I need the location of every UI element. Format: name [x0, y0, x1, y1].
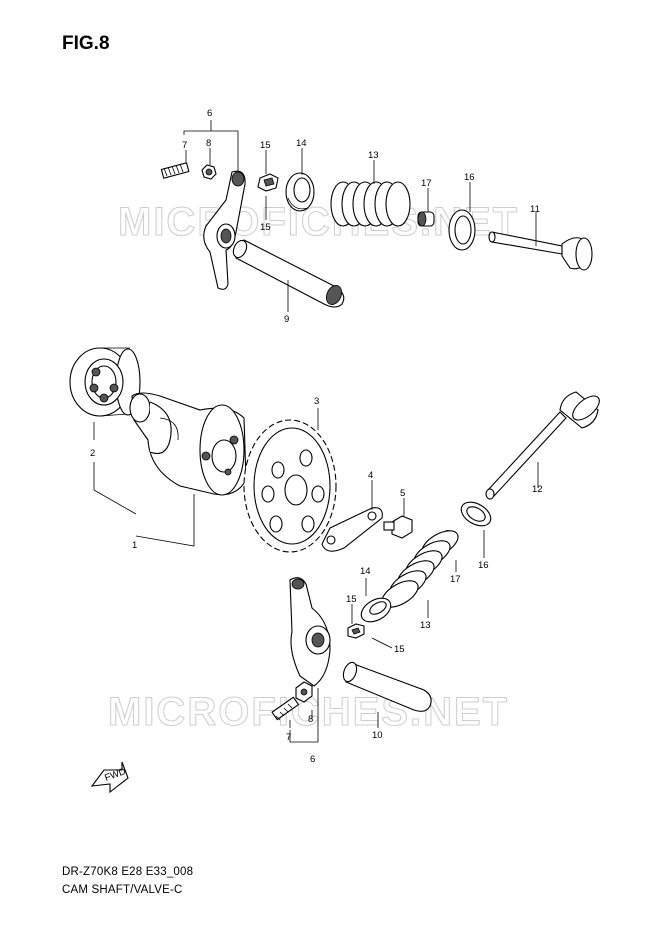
camshaft	[129, 392, 247, 496]
callout-13-bottom: 13	[420, 620, 431, 631]
rocker-arm-bottom	[289, 577, 331, 687]
callout-13-top: 13	[368, 150, 379, 161]
callout-3: 3	[314, 396, 319, 407]
camshaft-bearing	[69, 347, 141, 417]
callout-14-top: 14	[296, 138, 307, 149]
callout-15-bottom-b: 15	[394, 644, 405, 655]
exhaust-valve	[488, 231, 593, 271]
callout-11: 11	[530, 204, 540, 215]
locknut-top	[201, 164, 217, 180]
callout-17-top: 17	[421, 178, 432, 189]
spring-retainer-bottom	[360, 597, 392, 623]
callout-7-bottom: 7	[286, 732, 291, 743]
callout-14-bottom: 14	[360, 566, 371, 577]
callout-15-top-a: 15	[260, 140, 271, 151]
diagram-code: DR-Z70K8 E28 E33_008	[62, 866, 194, 878]
callout-6-top: 6	[207, 108, 212, 119]
valve-spring-bottom	[381, 530, 459, 608]
valve-spring-top	[330, 181, 411, 227]
sprocket-bolt	[383, 515, 413, 539]
callout-16-bottom: 16	[478, 560, 489, 571]
leader-lines	[93, 120, 539, 743]
locknut-bottom	[295, 681, 313, 703]
callout-6-bottom: 6	[310, 754, 315, 765]
callout-4: 4	[368, 470, 373, 481]
callout-10: 10	[372, 730, 383, 741]
rocker-shaft-intake	[342, 661, 432, 712]
callout-7-top: 7	[182, 140, 187, 151]
valve-cotter-bottom	[347, 623, 365, 639]
callout-8-bottom: 8	[308, 714, 313, 725]
callout-15-top-b: 15	[260, 222, 271, 233]
callout-5: 5	[400, 488, 405, 499]
valve-cotter-top	[257, 173, 279, 192]
callout-9: 9	[284, 314, 289, 325]
callout-17-bottom: 17	[450, 574, 461, 585]
diagram-name: CAM SHAFT/VALVE-C	[62, 884, 183, 896]
stem-seal-top	[417, 211, 435, 227]
callout-8-top: 8	[206, 138, 211, 149]
rocker-shaft-exhaust	[232, 239, 345, 308]
callout-16-top: 16	[464, 172, 475, 183]
intake-valve	[485, 391, 600, 500]
spring-retainer-top	[285, 172, 315, 212]
callout-1: 1	[132, 540, 137, 551]
callout-15-bottom-a: 15	[346, 594, 357, 605]
rocker-arm-top	[203, 170, 246, 290]
callout-12: 12	[532, 484, 543, 495]
cam-sprocket	[243, 419, 337, 553]
callout-2: 2	[90, 448, 95, 459]
callout-numbers: 6 7 8 15 15 14 13 17 16 11 9 2 1 3 4 5 1…	[90, 108, 543, 765]
sprocket-lock-plate	[321, 507, 383, 552]
spring-seat-washer-top	[448, 209, 476, 251]
figure-title: FIG.8	[62, 33, 110, 54]
forward-direction-arrow: FWD	[90, 761, 129, 794]
spring-seat-washer-bottom	[460, 501, 492, 527]
adjuster-screw-bottom	[271, 696, 300, 721]
adjuster-screw-top	[160, 162, 190, 179]
